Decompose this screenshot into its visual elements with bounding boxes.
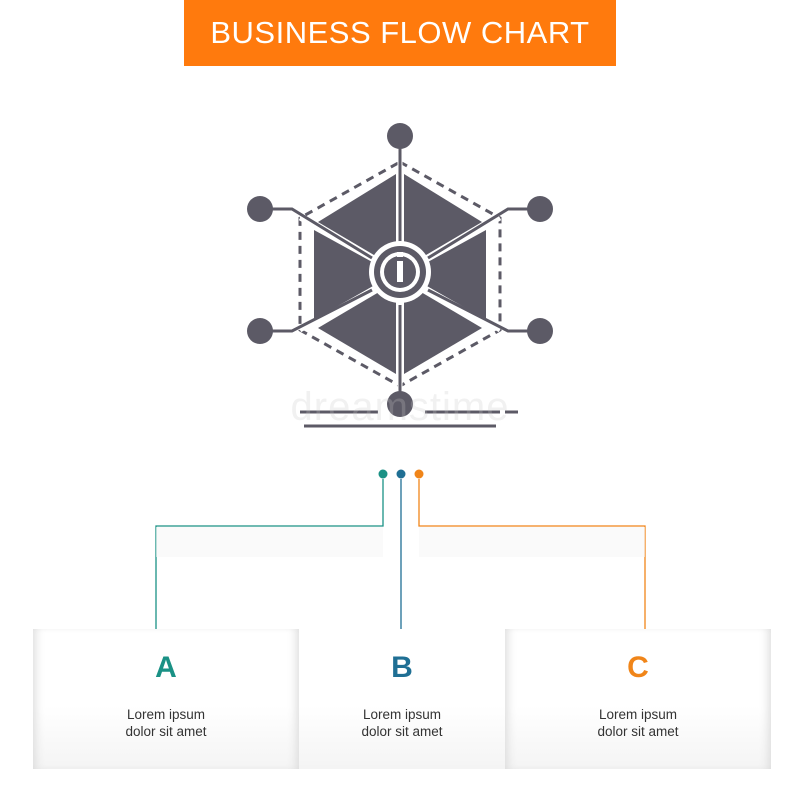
step-text-line2: dolor sit amet — [597, 724, 679, 739]
title-banner: BUSINESS FLOW CHART — [184, 0, 616, 66]
connector-line-a — [155, 479, 384, 638]
step-card-c: C Lorem ipsum dolor sit amet — [505, 629, 771, 769]
connector-dot-b — [396, 469, 406, 479]
connector-line-c — [418, 479, 646, 638]
watermark: dreamstime — [290, 385, 510, 429]
step-letter-b: B — [391, 651, 413, 684]
step-description-c: Lorem ipsum dolor sit amet — [505, 706, 771, 740]
step-letter-a: A — [155, 651, 177, 684]
step-description-b: Lorem ipsum dolor sit amet — [299, 706, 505, 740]
step-card-b: B Lorem ipsum dolor sit amet — [299, 629, 505, 769]
step-text-line1: Lorem ipsum — [362, 707, 442, 722]
step-text-line1: Lorem ipsum — [598, 707, 678, 722]
step-card-a: A Lorem ipsum dolor sit amet — [33, 629, 299, 769]
step-text-line1: Lorem ipsum — [126, 707, 206, 722]
step-letter-c: C — [627, 651, 649, 684]
connector-dot-a — [378, 469, 388, 479]
connector-dot-c — [414, 469, 424, 479]
resources-network-info-icon — [247, 123, 553, 428]
step-text-line2: dolor sit amet — [125, 724, 207, 739]
page-title: BUSINESS FLOW CHART — [210, 15, 590, 50]
step-description-a: Lorem ipsum dolor sit amet — [33, 706, 299, 740]
step-text-line2: dolor sit amet — [361, 724, 443, 739]
